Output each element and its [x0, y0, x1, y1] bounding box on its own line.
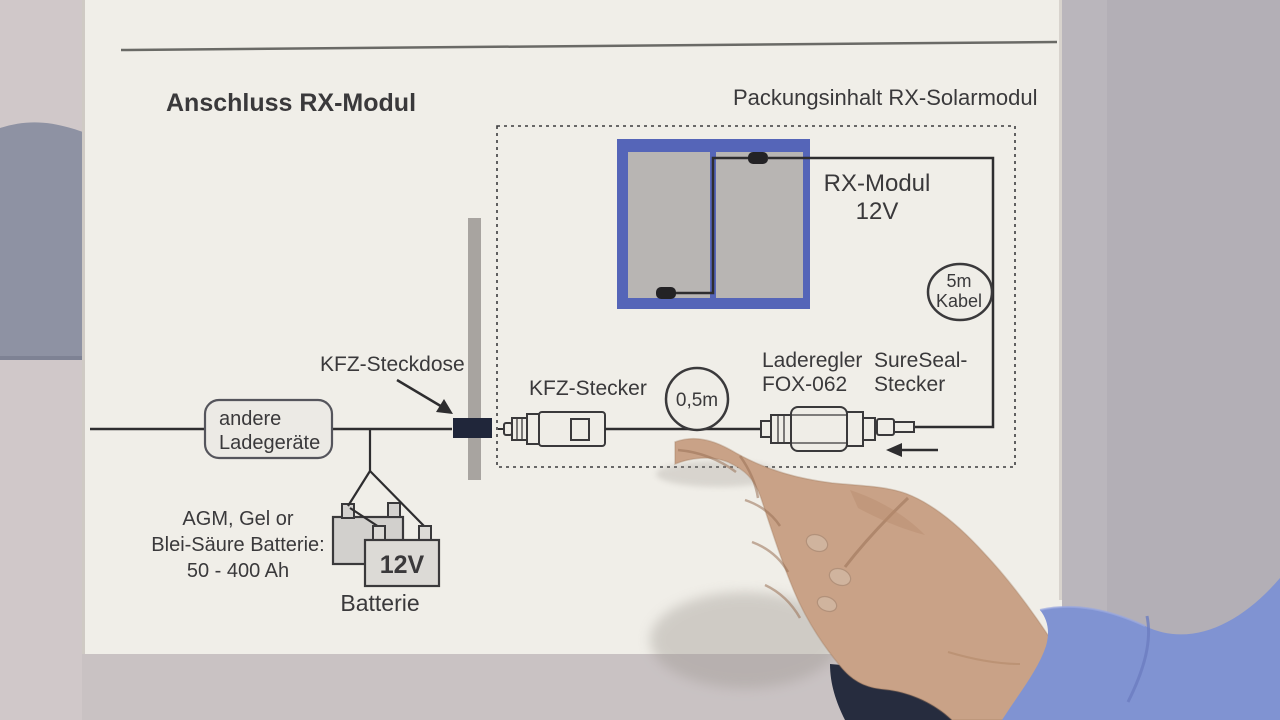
regulator-right-collar: [846, 411, 864, 447]
top-rule-line: [120, 40, 1058, 52]
solar-cell-right: [716, 152, 803, 298]
battery-note-line3: 50 - 400 Ah: [187, 560, 289, 582]
battery-front-box: [363, 538, 441, 588]
module-voltage-label: 12V: [856, 198, 899, 225]
battery-back-post-left: [341, 503, 355, 519]
battery-group: 12V Batterie: [331, 429, 441, 616]
package-contents-dashed-box: [496, 125, 1016, 468]
plug-step: [526, 413, 540, 445]
battery-wire-c: [349, 507, 380, 528]
other-chargers-outline: [203, 398, 334, 460]
sureseal-label-line2: Stecker: [874, 373, 945, 396]
module-connector-top: [748, 152, 768, 164]
battery-note-line1: AGM, Gel or: [182, 508, 293, 530]
page-title: Anschluss RX-Modul: [166, 89, 416, 117]
battery-note-line2: Blei-Säure Batterie:: [151, 534, 324, 556]
cable-05m-badge-text: 0,5m: [676, 390, 718, 411]
regulator-right-nub: [862, 417, 876, 441]
sleeve-fold-line: [1126, 615, 1151, 703]
arrow-head: [886, 443, 902, 457]
battery-front-post-left: [372, 525, 386, 541]
solar-cell-left: [628, 152, 710, 298]
battery-voltage: 12V: [380, 551, 425, 579]
kfz-socket-label: KFZ-Steckdose: [320, 353, 465, 376]
wall-mount-bar: [468, 218, 481, 480]
cable-05m-badge: [664, 366, 730, 432]
kfz-socket-block: [453, 418, 492, 438]
other-chargers-line2: Ladegeräte: [219, 432, 320, 454]
regulator-left-collar: [770, 414, 792, 444]
regulator-barrel: [790, 406, 848, 452]
sureseal-label-line1: SureSeal-: [874, 349, 967, 372]
hand-soft-shadow: [650, 592, 840, 688]
plug-window: [570, 418, 590, 441]
battery-wire-b: [369, 470, 426, 528]
arrow-head: [436, 399, 453, 414]
charge-regulator-drawing: [760, 406, 876, 452]
plug-tip: [503, 422, 513, 436]
fingernail: [816, 595, 838, 613]
knuckle-shading: [850, 490, 925, 535]
hand-creases: [677, 448, 1021, 665]
regulator-left-nub: [760, 420, 772, 438]
sureseal-connector-drawing: [876, 418, 915, 436]
kfz-plug-label: KFZ-Stecker: [529, 377, 647, 400]
fingernails: [805, 533, 852, 613]
other-chargers-line1: andere: [219, 408, 281, 430]
solar-module: [617, 139, 810, 309]
sleeve-fabric: [1002, 578, 1280, 720]
finger-underside-crease: [677, 448, 737, 474]
curled-finger-crease: [751, 540, 790, 573]
sleeve-edge-highlight: [1039, 605, 1146, 627]
other-chargers-box: andere Ladegeräte: [203, 398, 334, 460]
sureseal-body: [876, 418, 895, 436]
battery-front-post-right: [418, 525, 432, 541]
kfz-socket-arrow: [396, 378, 453, 414]
module-connector-bottom: [656, 287, 676, 299]
package-contents-title: Packungsinhalt RX-Solarmodul: [733, 85, 1038, 110]
regulator-label-line2: FOX-062: [762, 373, 847, 396]
curled-finger-crease: [744, 498, 782, 527]
kfz-plug-drawing: [498, 411, 606, 447]
cable-5m-badge: [926, 262, 994, 322]
direction-arrow-left: [886, 443, 938, 457]
cable-5m-badge-line1: 5m: [946, 271, 971, 291]
wall-object-left: [0, 122, 83, 359]
fingernail: [805, 533, 829, 553]
wall-right-highlight: [1062, 0, 1107, 720]
plug-ribs: [511, 417, 528, 441]
battery-wire-a: [347, 470, 371, 507]
paper-left-edge: [82, 0, 85, 654]
thumb-crease: [843, 496, 910, 568]
battery-caption: Batterie: [340, 590, 419, 616]
curled-finger-crease: [764, 583, 802, 619]
battery-back-post-right: [387, 502, 401, 518]
module-internal-wire: [676, 156, 752, 295]
sureseal-sleeve: [893, 421, 915, 433]
wall-object-bottom-edge: [0, 356, 83, 360]
shirt-sleeve: [1002, 578, 1280, 720]
paper-right-edge: [1059, 0, 1062, 600]
finger-separation-crease: [738, 455, 760, 499]
fingernail: [828, 567, 852, 587]
wrist-crease: [947, 651, 1021, 665]
regulator-label-line1: Laderegler: [762, 349, 862, 372]
arrow-shaft: [396, 378, 445, 410]
cable-5m-badge-line2: Kabel: [936, 291, 982, 311]
module-label: RX-Modul: [824, 170, 931, 197]
